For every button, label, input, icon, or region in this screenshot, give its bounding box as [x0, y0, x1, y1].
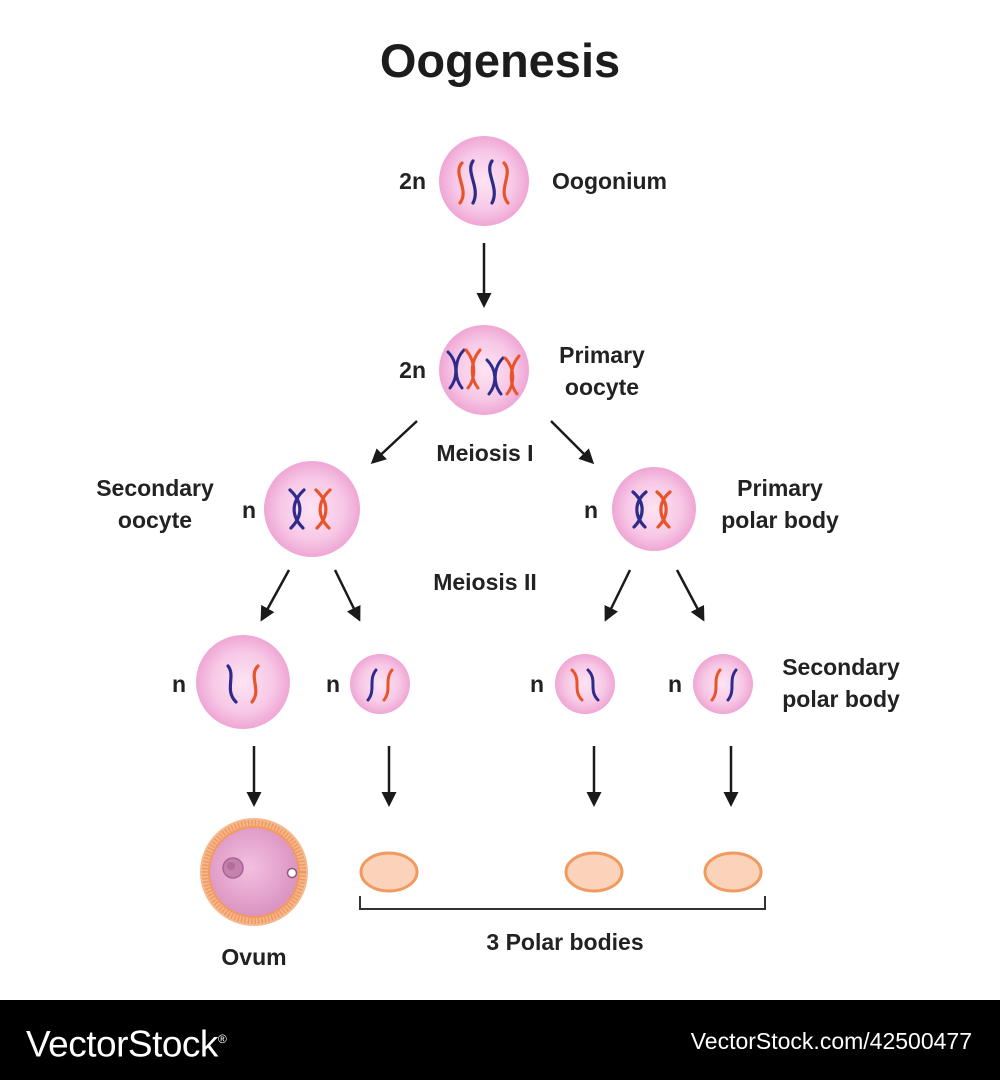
primary-polar-body-label-line2: polar body [721, 507, 839, 533]
ovum-label: Ovum [221, 944, 287, 970]
primary-oocyte-cell [439, 325, 529, 415]
meiosis-1-label: Meiosis I [436, 440, 534, 466]
oogonium-label: Oogonium [552, 168, 667, 194]
primary-oocyte-ploidy: 2n [399, 357, 426, 383]
meiosis-2-cell-3 [555, 654, 615, 714]
diagram-title: Oogenesis [379, 34, 621, 87]
secondary-oocyte-label-line2: oocyte [117, 507, 193, 533]
meiosis-2-label: Meiosis II [433, 569, 537, 595]
meiosis-2-cell-4-ploidy: n [667, 671, 682, 697]
arrow-secondary-to-cell2 [333, 569, 361, 622]
arrows [246, 243, 739, 807]
primary-oocyte-label-line1: Primary [559, 342, 645, 368]
meiosis-2-cell-4 [693, 654, 753, 714]
arrow-polar-to-cell4 [675, 569, 705, 622]
primary-polar-body-chromosomes [631, 490, 672, 529]
brand-name: VectorStock [26, 1023, 218, 1065]
arrow-primary-to-secondary [370, 420, 418, 465]
brand-logo: VectorStock® [26, 1014, 227, 1069]
secondary-oocyte-ploidy: n [241, 497, 256, 523]
polar-body-1 [359, 851, 419, 893]
secondary-polar-body-label-line2: polar body [782, 686, 900, 712]
secondary-oocyte-cell [264, 461, 360, 557]
primary-polar-body-ploidy: n [583, 497, 598, 523]
primary-polar-body-label-line1: Primary [737, 475, 823, 501]
ovum-cell [200, 818, 308, 926]
meiosis-2-cell-1-ploidy: n [171, 671, 186, 697]
meiosis-2-cell-2-ploidy: n [325, 671, 340, 697]
primary-polar-body-cell [612, 467, 696, 551]
registered-mark: ® [217, 1032, 227, 1046]
image-id: VectorStock.com/42500477 [690, 1028, 972, 1054]
polar-bodies-label: 3 Polar bodies [486, 929, 644, 955]
oogenesis-diagram [196, 136, 766, 926]
oogonium-chromosomes [457, 159, 510, 205]
watermark-footer: VectorStock® VectorStock.com/42500477 [0, 1000, 1000, 1080]
secondary-polar-body-label-line1: Secondary [782, 654, 900, 680]
oogonium-ploidy: 2n [399, 168, 426, 194]
meiosis-2-cell-2 [350, 654, 410, 714]
arrow-primary-to-polar [550, 420, 595, 465]
polar-body-2 [564, 851, 624, 893]
primary-oocyte-label-line2: oocyte [564, 374, 640, 400]
arrow-polar-to-cell3 [604, 569, 632, 622]
secondary-oocyte-chromosomes [288, 488, 332, 530]
meiosis-2-cell-3-ploidy: n [529, 671, 544, 697]
polar-bodies-bracket [359, 896, 766, 910]
diagram-canvas: Oogenesis 2n Oogonium 2n Primary oocyte … [96, 34, 900, 970]
meiosis-2-cell-1 [196, 635, 290, 729]
polar-body-3 [703, 851, 763, 893]
primary-oocyte-tetrads [446, 348, 521, 396]
oogonium-cell [439, 136, 529, 226]
secondary-oocyte-label-line1: Secondary [96, 475, 214, 501]
arrow-secondary-to-cell1 [260, 569, 291, 622]
